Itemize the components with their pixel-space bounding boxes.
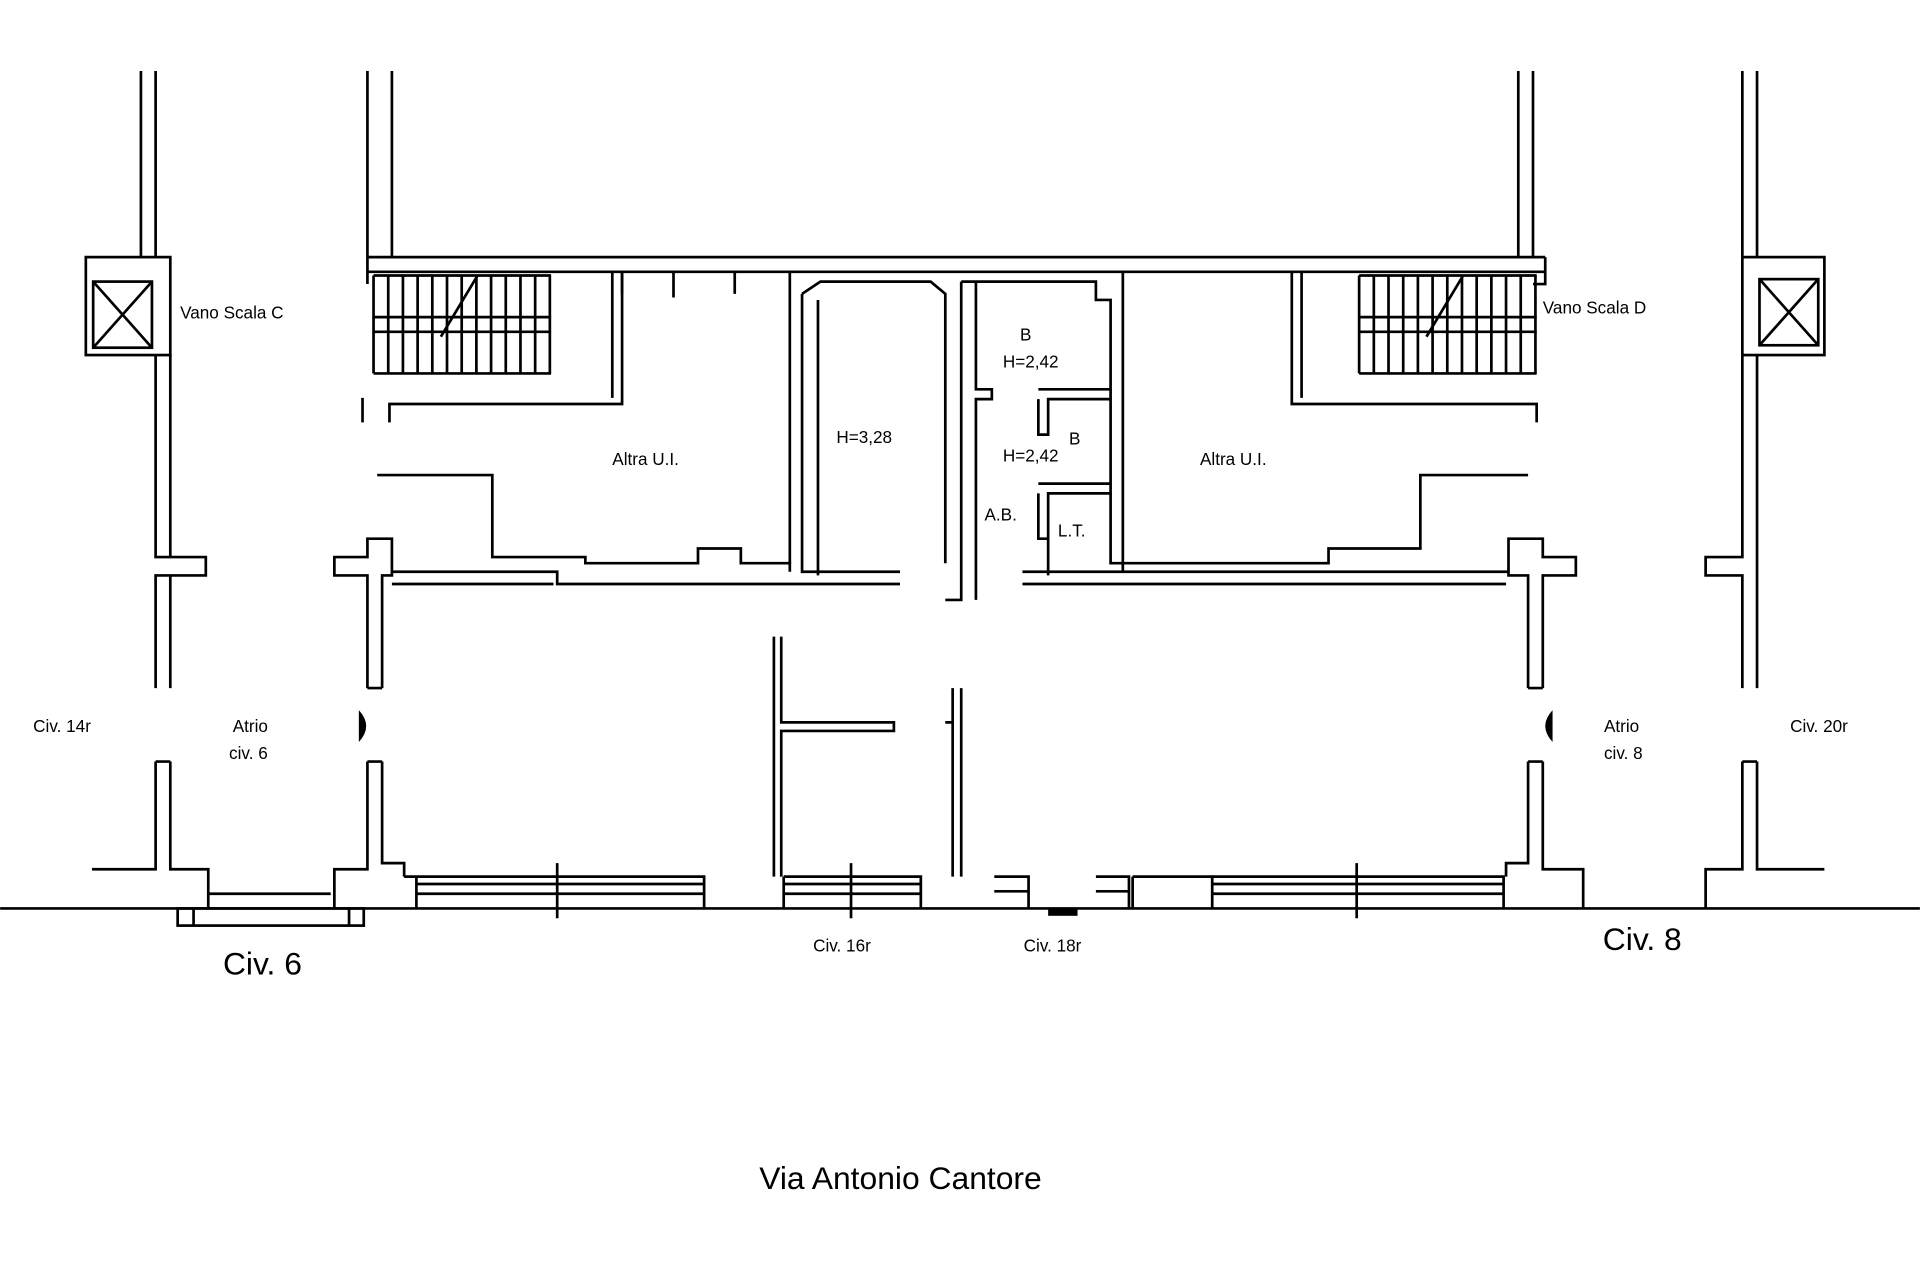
top-wall	[366, 255, 1547, 286]
label-antibath: A.B.	[984, 504, 1016, 524]
label-civ-18r: Civ. 18r	[1024, 935, 1082, 955]
right-building-walls	[1504, 71, 1826, 909]
front-wall	[176, 863, 1505, 927]
label-laundry: L.T.	[1058, 520, 1086, 540]
label-atrio-right: Atrio	[1604, 716, 1639, 736]
elevator-right-icon	[1758, 277, 1820, 347]
label-unit-right: Altra U.I.	[1200, 449, 1267, 469]
stairs-right	[1357, 274, 1537, 375]
label-height-main: H=3,28	[836, 427, 892, 447]
label-street: Via Antonio Cantore	[759, 1160, 1042, 1196]
door-right-icon	[1545, 710, 1553, 742]
stair-tread	[1425, 274, 1465, 338]
stair-left-outline	[361, 271, 624, 423]
label-civ-6: Civ. 6	[223, 946, 302, 982]
label-civ-14r: Civ. 14r	[33, 716, 91, 736]
stair-tread	[439, 274, 479, 338]
label-civ-20r: Civ. 20r	[1790, 716, 1848, 736]
label-atrio-left: Atrio	[233, 716, 268, 736]
stair-right-outline	[1290, 271, 1539, 423]
door-civ-18r-icon	[1048, 908, 1078, 916]
label-bath-1-height: H=2,42	[1003, 351, 1059, 371]
label-unit-left: Altra U.I.	[612, 449, 679, 469]
left-building-walls	[84, 71, 406, 909]
label-atrio-right-civ: civ. 8	[1604, 743, 1643, 763]
label-civ-8: Civ. 8	[1603, 921, 1682, 957]
door-left-icon	[358, 710, 367, 742]
elevator-left-icon	[91, 280, 154, 350]
label-stair-c: Vano Scala C	[180, 302, 283, 322]
stairs-left	[372, 274, 552, 375]
label-civ-16r: Civ. 16r	[813, 935, 871, 955]
interior-walls	[377, 271, 1529, 877]
label-bath-2-height: H=2,42	[1003, 446, 1059, 466]
label-atrio-left-civ: civ. 6	[229, 743, 268, 763]
label-bath-1: B	[1020, 324, 1031, 344]
label-stair-d: Vano Scala D	[1543, 297, 1646, 317]
label-bath-2: B	[1069, 428, 1080, 448]
